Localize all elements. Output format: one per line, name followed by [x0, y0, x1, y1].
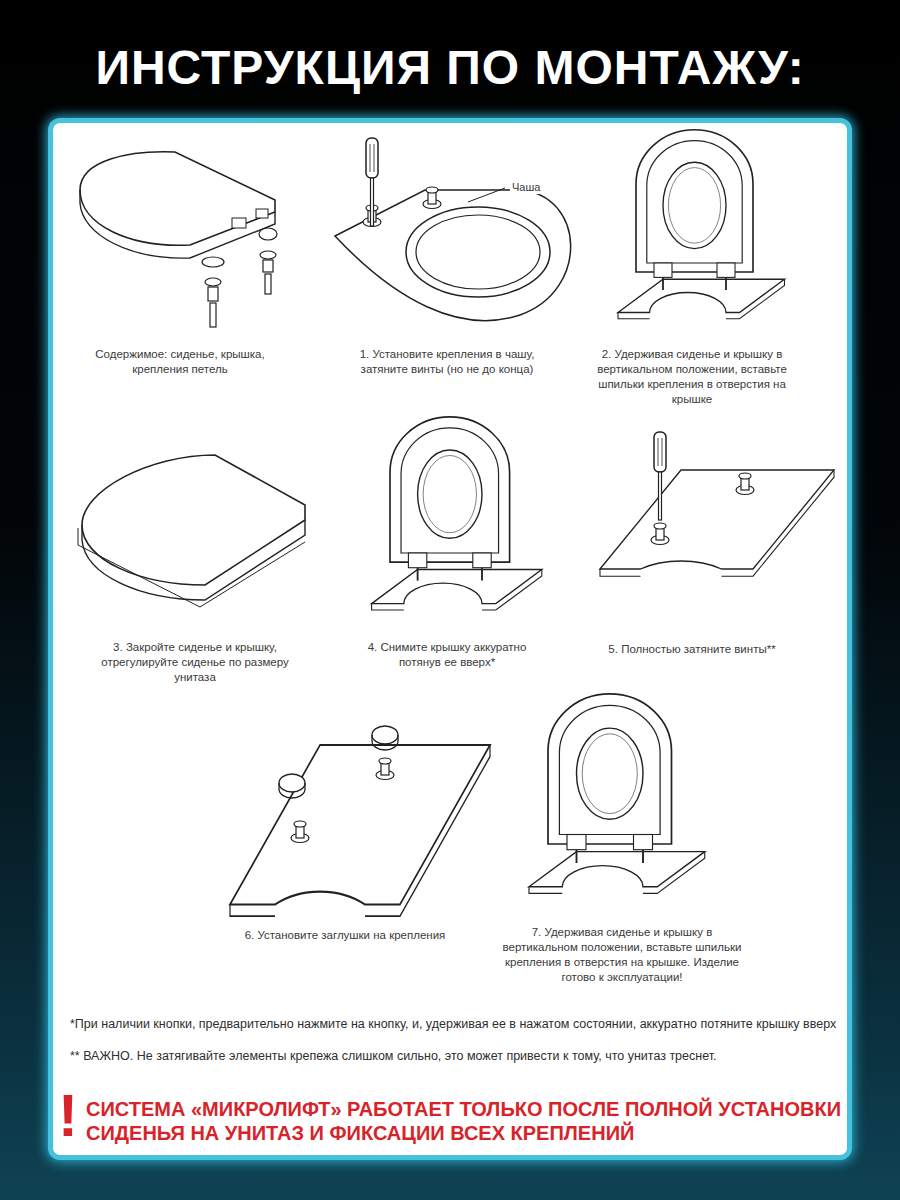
callout-label: Чаша	[510, 180, 542, 194]
contents-caption: Содержимое: сиденье, крышка, крепления п…	[78, 347, 283, 377]
leader-line	[468, 188, 505, 202]
step-caption: 3. Закройте сиденье и крышку, отрегулиру…	[98, 640, 293, 685]
step-caption: 1. Установите крепления в чашу, затяните…	[340, 347, 555, 377]
warning-text: СИСТЕМА «МИКРОЛИФТ» РАБОТАЕТ ТОЛЬКО ПОСЛ…	[86, 1097, 846, 1146]
step-caption: 4. Снимите крышку аккуратно потянув ее в…	[347, 640, 547, 670]
step-caption: 7. Удерживая сиденье и крышку в вертикал…	[495, 925, 750, 985]
bowl-step1	[335, 138, 571, 321]
page-title: ИНСТРУКЦИЯ ПО МОНТАЖУ:	[95, 42, 804, 95]
footnote: *При наличии кнопки, предварительно нажм…	[70, 1016, 840, 1032]
plate-step5	[600, 432, 834, 576]
closed-seat	[78, 455, 305, 607]
step-caption: 2. Удерживая сиденье и крышку в вертикал…	[580, 347, 805, 407]
plate-step6	[230, 726, 490, 916]
warning-mark: !	[58, 1086, 78, 1146]
closed-seat-contents	[80, 152, 277, 327]
step-caption: 6. Установите заглушки на крепления	[210, 928, 480, 943]
step-caption: 5. Полностью затяните винты**	[567, 642, 817, 657]
footnote: ** ВАЖНО. Не затягивайте элементы крепеж…	[70, 1048, 840, 1064]
